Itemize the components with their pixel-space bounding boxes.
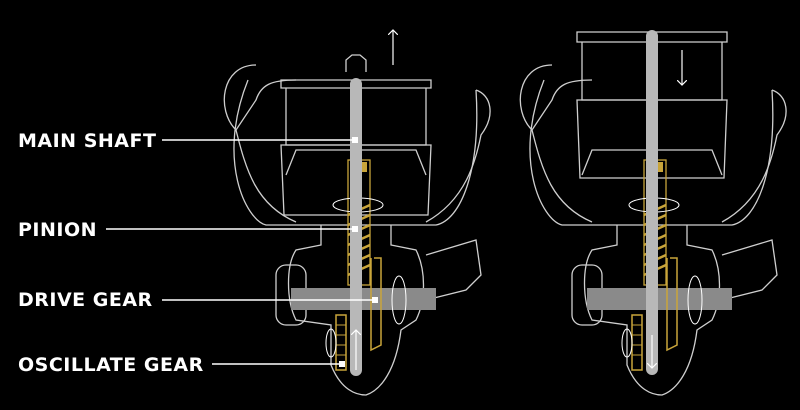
label-pinion: PINION: [18, 219, 98, 241]
reel-right: [519, 30, 787, 396]
main-shaft: [646, 30, 658, 375]
reel-left: [223, 30, 491, 396]
label-drive-gear: DRIVE GEAR: [18, 289, 153, 311]
leader-lines: [106, 139, 375, 365]
label-oscillate-gear: OSCILLATE GEAR: [18, 354, 204, 376]
label-main-shaft: MAIN SHAFT: [18, 130, 157, 152]
